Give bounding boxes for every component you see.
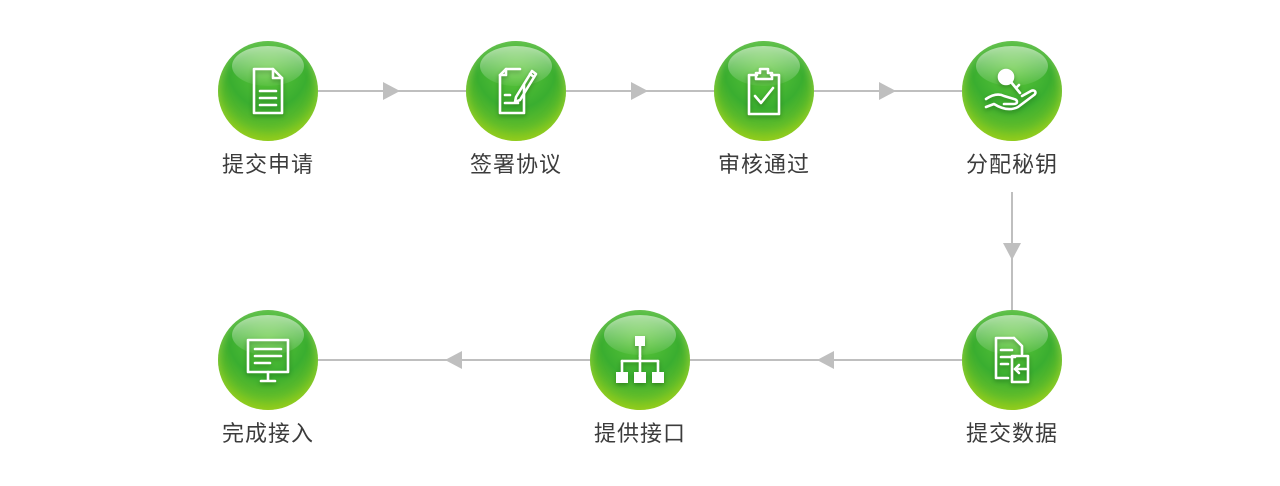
hand-key-icon bbox=[984, 68, 1037, 111]
arrow-left-5 bbox=[817, 351, 834, 369]
step-label-2: 签署协议 bbox=[469, 153, 562, 178]
arrow-down-4 bbox=[1003, 243, 1021, 260]
step-node-2 bbox=[466, 41, 566, 141]
sign-document-icon bbox=[498, 67, 538, 115]
arrow-right-2 bbox=[631, 82, 648, 100]
step-node-3 bbox=[714, 41, 814, 141]
step-label-6: 提供接口 bbox=[593, 422, 686, 447]
step-label-7: 完成接入 bbox=[221, 422, 314, 447]
step-node-7 bbox=[218, 310, 318, 410]
hierarchy-icon bbox=[616, 336, 664, 383]
step-label-3: 审核通过 bbox=[717, 153, 810, 178]
step-node-5 bbox=[962, 310, 1062, 410]
step-label-1: 提交申请 bbox=[221, 153, 314, 178]
arrow-right-1 bbox=[383, 82, 400, 100]
step-node-4 bbox=[962, 41, 1062, 141]
document-icon bbox=[252, 67, 284, 115]
monitor-icon bbox=[246, 338, 290, 383]
step-node-1 bbox=[218, 41, 318, 141]
step-label-5: 提交数据 bbox=[965, 422, 1058, 447]
clipboard-check-icon bbox=[747, 67, 781, 116]
step-node-6 bbox=[590, 310, 690, 410]
arrow-right-3 bbox=[879, 82, 896, 100]
arrow-left-6 bbox=[445, 351, 462, 369]
step-label-4: 分配秘钥 bbox=[965, 153, 1058, 178]
data-submit-icon bbox=[994, 336, 1030, 384]
